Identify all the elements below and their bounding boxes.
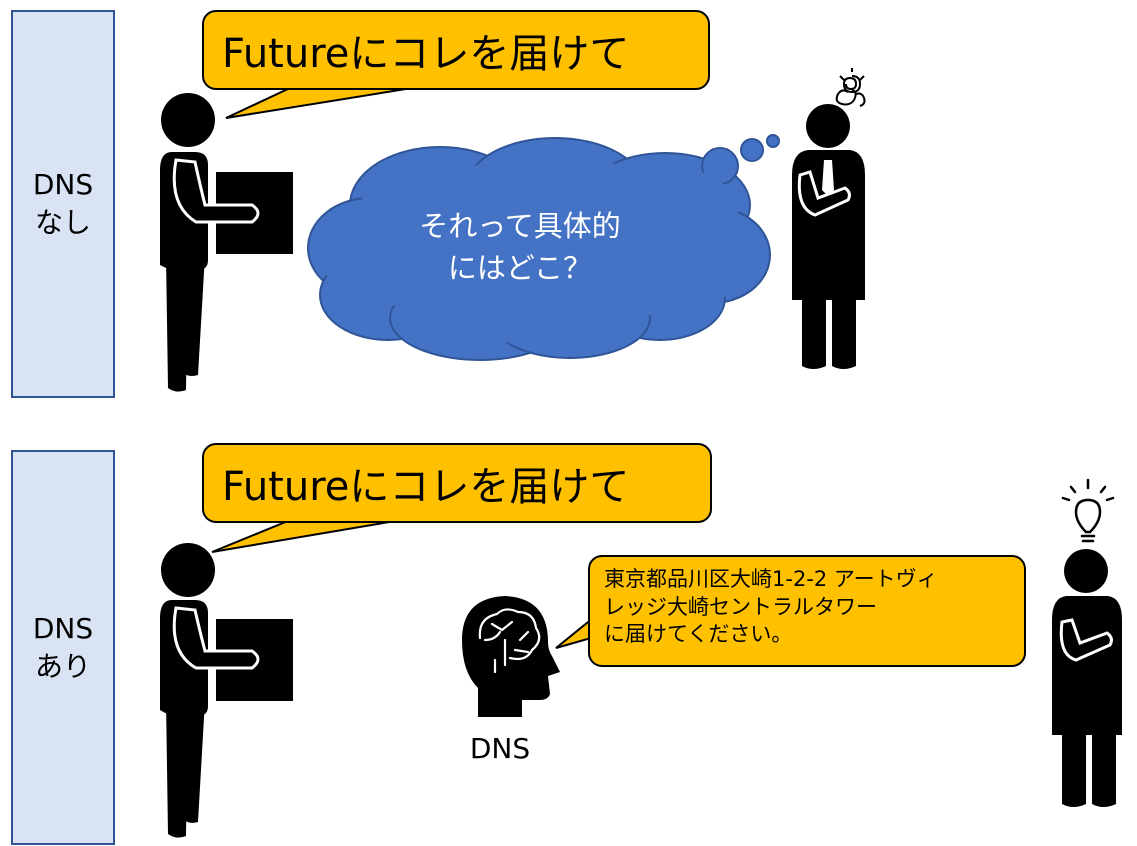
speech-tail-bottom <box>211 520 396 553</box>
dns-reply-line-1: 東京都品川区大崎1-2-2 アートヴィ <box>604 567 938 591</box>
person-confused-top <box>792 104 865 369</box>
speech-text-bottom: Futureにコレを届けて <box>222 464 630 510</box>
dns-reply-line-3: に届けてください。 <box>604 622 793 647</box>
dns-label: DNS <box>469 732 531 765</box>
thought-line-1: それって具体的 <box>419 209 621 243</box>
label-dns-with: DNS あり <box>11 450 115 845</box>
speech-bubble-bottom: Futureにコレを届けて <box>202 443 712 523</box>
thought-line-2: にはどこ？ <box>447 251 593 286</box>
dns-reply-bubble: 東京都品川区大崎1-2-2 アートヴィ レッジ大崎セントラルタワー に届けてくだ… <box>588 555 1026 667</box>
thought-cloud-text: それって具体的 にはどこ？ <box>330 205 710 289</box>
necktie-icon <box>822 160 834 196</box>
dns-reply-line-2: レッジ大崎セントラルタワー <box>604 594 877 619</box>
brain-head-icon <box>462 596 560 717</box>
label-dns-none: DNS なし <box>11 10 115 398</box>
person-thinking-bottom <box>1052 549 1122 807</box>
label-dns-none-line1: DNS <box>32 168 94 202</box>
label-dns-with-line1: DNS <box>32 611 94 645</box>
person-holding-box-top <box>160 93 293 392</box>
lightbulb-icon <box>1061 478 1115 543</box>
confused-scribble-icon <box>835 68 866 107</box>
label-dns-with-line2: あり <box>34 649 91 683</box>
label-dns-none-line2: なし <box>34 206 91 239</box>
speech-bubble-top: Futureにコレを届けて <box>202 10 710 90</box>
thought-cloud-fill <box>325 150 752 345</box>
speech-text-top: Futureにコレを届けて <box>222 31 630 77</box>
person-holding-box-bottom <box>160 543 293 838</box>
speech-tail-top <box>225 87 413 119</box>
